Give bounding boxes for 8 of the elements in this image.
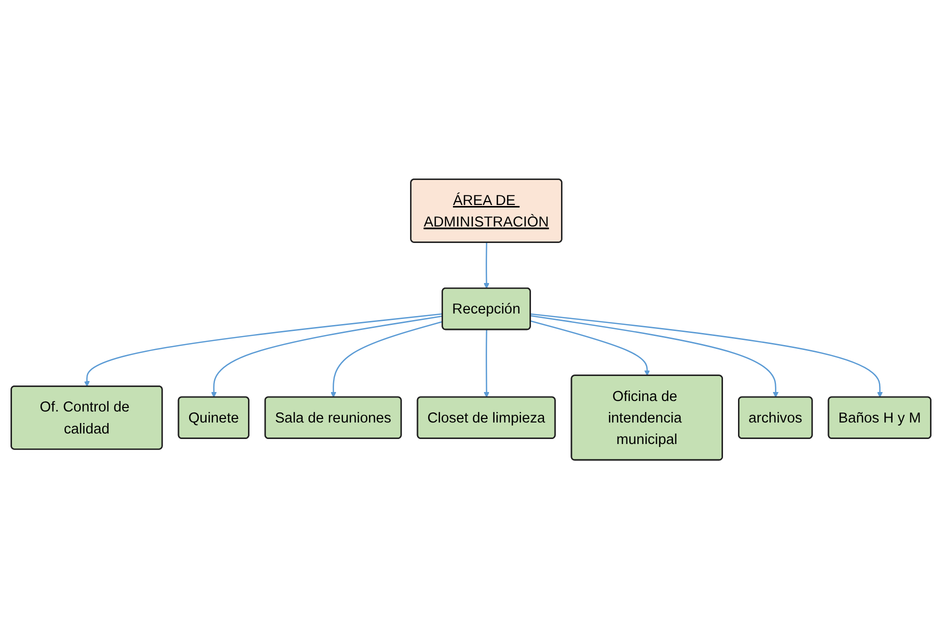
arrow — [84, 313, 443, 387]
arrow — [484, 242, 490, 289]
arrow — [530, 320, 650, 376]
arrow — [530, 314, 779, 398]
arrow — [211, 315, 443, 398]
arrow — [330, 320, 443, 398]
arrow — [484, 330, 490, 398]
arrow — [530, 313, 883, 398]
